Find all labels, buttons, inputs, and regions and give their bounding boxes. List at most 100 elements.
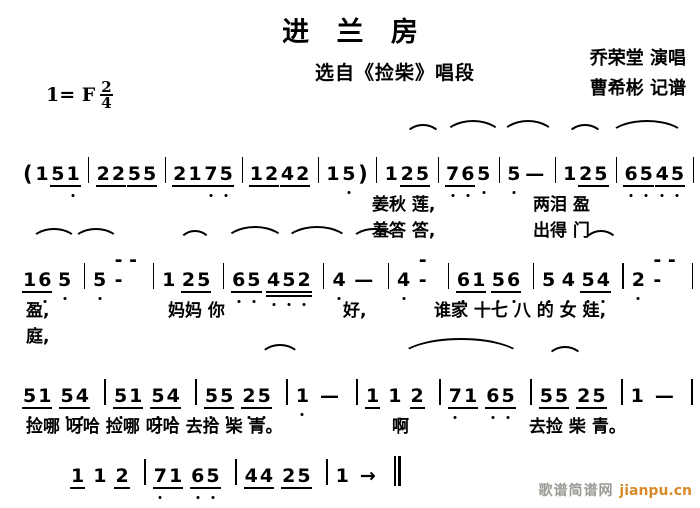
barline [622, 263, 624, 289]
note: 6 [461, 163, 475, 185]
barline [690, 379, 693, 405]
note: 5 [23, 385, 37, 407]
credit-singer: 乔荣堂 演唱 [589, 48, 686, 69]
note: 5 [542, 269, 556, 291]
note: 2 [297, 269, 311, 291]
lyric-text: 捡哪 呀哈 捡哪 呀哈 去拾 柴 青。 [26, 417, 283, 437]
note: 4 [280, 163, 295, 185]
note: 5 [127, 163, 142, 185]
note: 1 [295, 385, 310, 407]
watermark-site: 歌谱简谱网 [538, 483, 614, 499]
barline [356, 379, 359, 405]
note: 5 [592, 385, 606, 407]
slur-arc [566, 124, 604, 139]
note: 4 [655, 163, 669, 185]
lyrics-row-1a: 姜秋 莲,两泪 盈 [0, 190, 700, 216]
slur-arc [224, 226, 286, 244]
lyric-text: 好, [343, 301, 367, 321]
note: 6 [507, 269, 521, 291]
credits-block: 乔荣堂 演唱 曹希彬 记谱 [590, 44, 686, 104]
subtitle: 选自《捡柴》唱段 [314, 62, 475, 84]
key-signature: 1= F 2 4 [46, 78, 113, 113]
duration-dash: - - [418, 249, 427, 291]
page-title: 进 兰 房 [282, 17, 427, 48]
lyrics-row-2a: 盈,妈妈 你好,谁家 十七 八 的 女 娃, [0, 296, 700, 322]
note: 5 [507, 163, 521, 185]
note: 1 [388, 385, 402, 407]
note: 5 [297, 465, 311, 487]
slur-arc [398, 338, 524, 360]
note: 7 [448, 385, 462, 407]
note: 5 [206, 465, 220, 487]
note: 4 [244, 465, 258, 487]
note: 2 [631, 269, 645, 291]
note: 5 [204, 385, 219, 407]
barline [285, 379, 288, 405]
note: 1 [162, 269, 176, 291]
note: 1 [335, 465, 349, 487]
note: 1 [23, 269, 37, 291]
note: 2 [242, 385, 256, 407]
note: 7 [153, 465, 167, 487]
note: 1 [35, 163, 49, 185]
note: 5 [257, 385, 271, 407]
note: 2 [409, 385, 425, 409]
note: 5 [539, 385, 553, 407]
note: 1 [93, 465, 107, 487]
barline [691, 263, 693, 289]
note: 6 [486, 385, 500, 407]
note: 5 [219, 163, 233, 185]
note: 1 [463, 385, 478, 407]
note: 1 [66, 163, 80, 185]
lyric-text: 妈妈 你 [168, 301, 225, 321]
lyric-text: 啊 [392, 417, 409, 437]
note: 6 [456, 269, 471, 291]
lyric-text: 去捡 柴 青。 [529, 417, 626, 437]
barline [222, 263, 225, 289]
duration-dash: — [320, 385, 340, 407]
slur-arc [72, 228, 120, 243]
barline [438, 379, 441, 405]
note: 5 [60, 385, 74, 407]
barline [447, 263, 449, 289]
time-signature-numerator: 2 [100, 78, 113, 97]
note: 1 [129, 385, 143, 407]
barline [234, 459, 237, 485]
note: 6 [38, 269, 52, 291]
duration-dash: → [359, 465, 376, 487]
barline [83, 263, 85, 289]
lyric-text: 姜秋 莲, [372, 195, 436, 215]
note: 5 [501, 385, 515, 407]
note: 2 [282, 465, 296, 487]
note: 5 [57, 269, 72, 291]
note: 4 [259, 465, 274, 487]
note: 1 [249, 163, 263, 185]
slur-arc [30, 228, 78, 243]
note: 1 [630, 385, 644, 407]
note: 7 [445, 163, 460, 185]
note: 5 [197, 269, 211, 291]
barline [194, 379, 197, 405]
slur-arc [443, 120, 503, 138]
time-signature-denominator: 4 [101, 94, 112, 113]
note: 1 [38, 385, 52, 407]
note: 7 [204, 163, 218, 185]
note: 1 [326, 163, 340, 185]
time-signature: 2 4 [100, 78, 113, 113]
